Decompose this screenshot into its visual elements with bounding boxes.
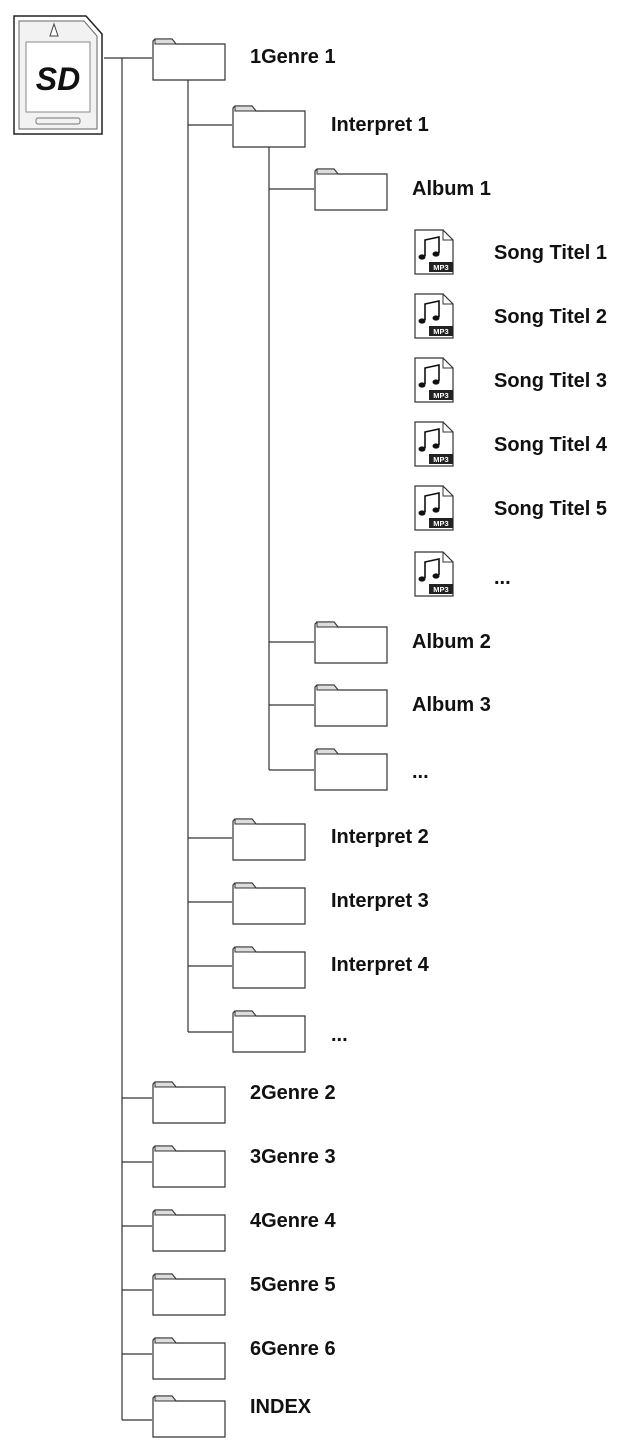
genre-folder-icon xyxy=(152,35,226,86)
song-label[interactable]: Song Titel 4 xyxy=(494,434,607,456)
genre-label[interactable]: 2Genre 2 xyxy=(250,1082,336,1104)
album-folder-icon xyxy=(314,681,388,732)
sd-card-icon: SD xyxy=(12,12,104,136)
interpret-folder-icon xyxy=(232,815,306,866)
album-label[interactable]: Album 2 xyxy=(412,631,491,653)
genre-folder-icon xyxy=(152,1142,226,1193)
index-folder-icon xyxy=(152,1392,226,1443)
svg-text:MP3: MP3 xyxy=(433,519,448,528)
album-folder-icon xyxy=(314,618,388,669)
album-label[interactable]: Album 3 xyxy=(412,694,491,716)
svg-text:MP3: MP3 xyxy=(433,327,448,336)
song-label[interactable]: Song Titel 2 xyxy=(494,306,607,328)
interpret-folder-icon xyxy=(232,102,306,153)
genre-label[interactable]: 1Genre 1 xyxy=(250,46,336,68)
interpret-folder-icon xyxy=(232,943,306,994)
interpret-label[interactable]: Interpret 1 xyxy=(331,114,429,136)
album-label[interactable]: Album 1 xyxy=(412,178,491,200)
album-folder-icon xyxy=(314,165,388,216)
song-label[interactable]: Song Titel 5 xyxy=(494,498,607,520)
album-label[interactable]: ... xyxy=(412,761,429,783)
interpret-label[interactable]: ... xyxy=(331,1024,348,1046)
genre-label[interactable]: 4Genre 4 xyxy=(250,1210,336,1232)
genre-folder-icon xyxy=(152,1078,226,1129)
song-label[interactable]: Song Titel 1 xyxy=(494,242,607,264)
mp3-file-icon: MP3 xyxy=(413,484,455,537)
mp3-file-icon: MP3 xyxy=(413,420,455,473)
genre-label[interactable]: 3Genre 3 xyxy=(250,1146,336,1168)
svg-text:MP3: MP3 xyxy=(433,585,448,594)
album-folder-icon xyxy=(314,745,388,796)
mp3-file-icon: MP3 xyxy=(413,356,455,409)
interpret-label[interactable]: Interpret 2 xyxy=(331,826,429,848)
sd-logo-text: SD xyxy=(36,61,80,97)
mp3-file-icon: MP3 xyxy=(413,292,455,345)
genre-label[interactable]: 6Genre 6 xyxy=(250,1338,336,1360)
song-label[interactable]: ... xyxy=(494,567,511,589)
genre-label[interactable]: 5Genre 5 xyxy=(250,1274,336,1296)
svg-text:MP3: MP3 xyxy=(433,391,448,400)
genre-folder-icon xyxy=(152,1334,226,1385)
mp3-file-icon: MP3 xyxy=(413,228,455,281)
svg-text:MP3: MP3 xyxy=(433,263,448,272)
genre-label[interactable]: INDEX xyxy=(250,1396,312,1418)
interpret-label[interactable]: Interpret 4 xyxy=(331,954,429,976)
genre-folder-icon xyxy=(152,1206,226,1257)
interpret-label[interactable]: Interpret 3 xyxy=(331,890,429,912)
svg-text:MP3: MP3 xyxy=(433,455,448,464)
mp3-file-icon: MP3 xyxy=(413,550,455,603)
genre-folder-icon xyxy=(152,1270,226,1321)
song-label[interactable]: Song Titel 3 xyxy=(494,370,607,392)
interpret-folder-icon xyxy=(232,879,306,930)
interpret-folder-icon xyxy=(232,1007,306,1058)
